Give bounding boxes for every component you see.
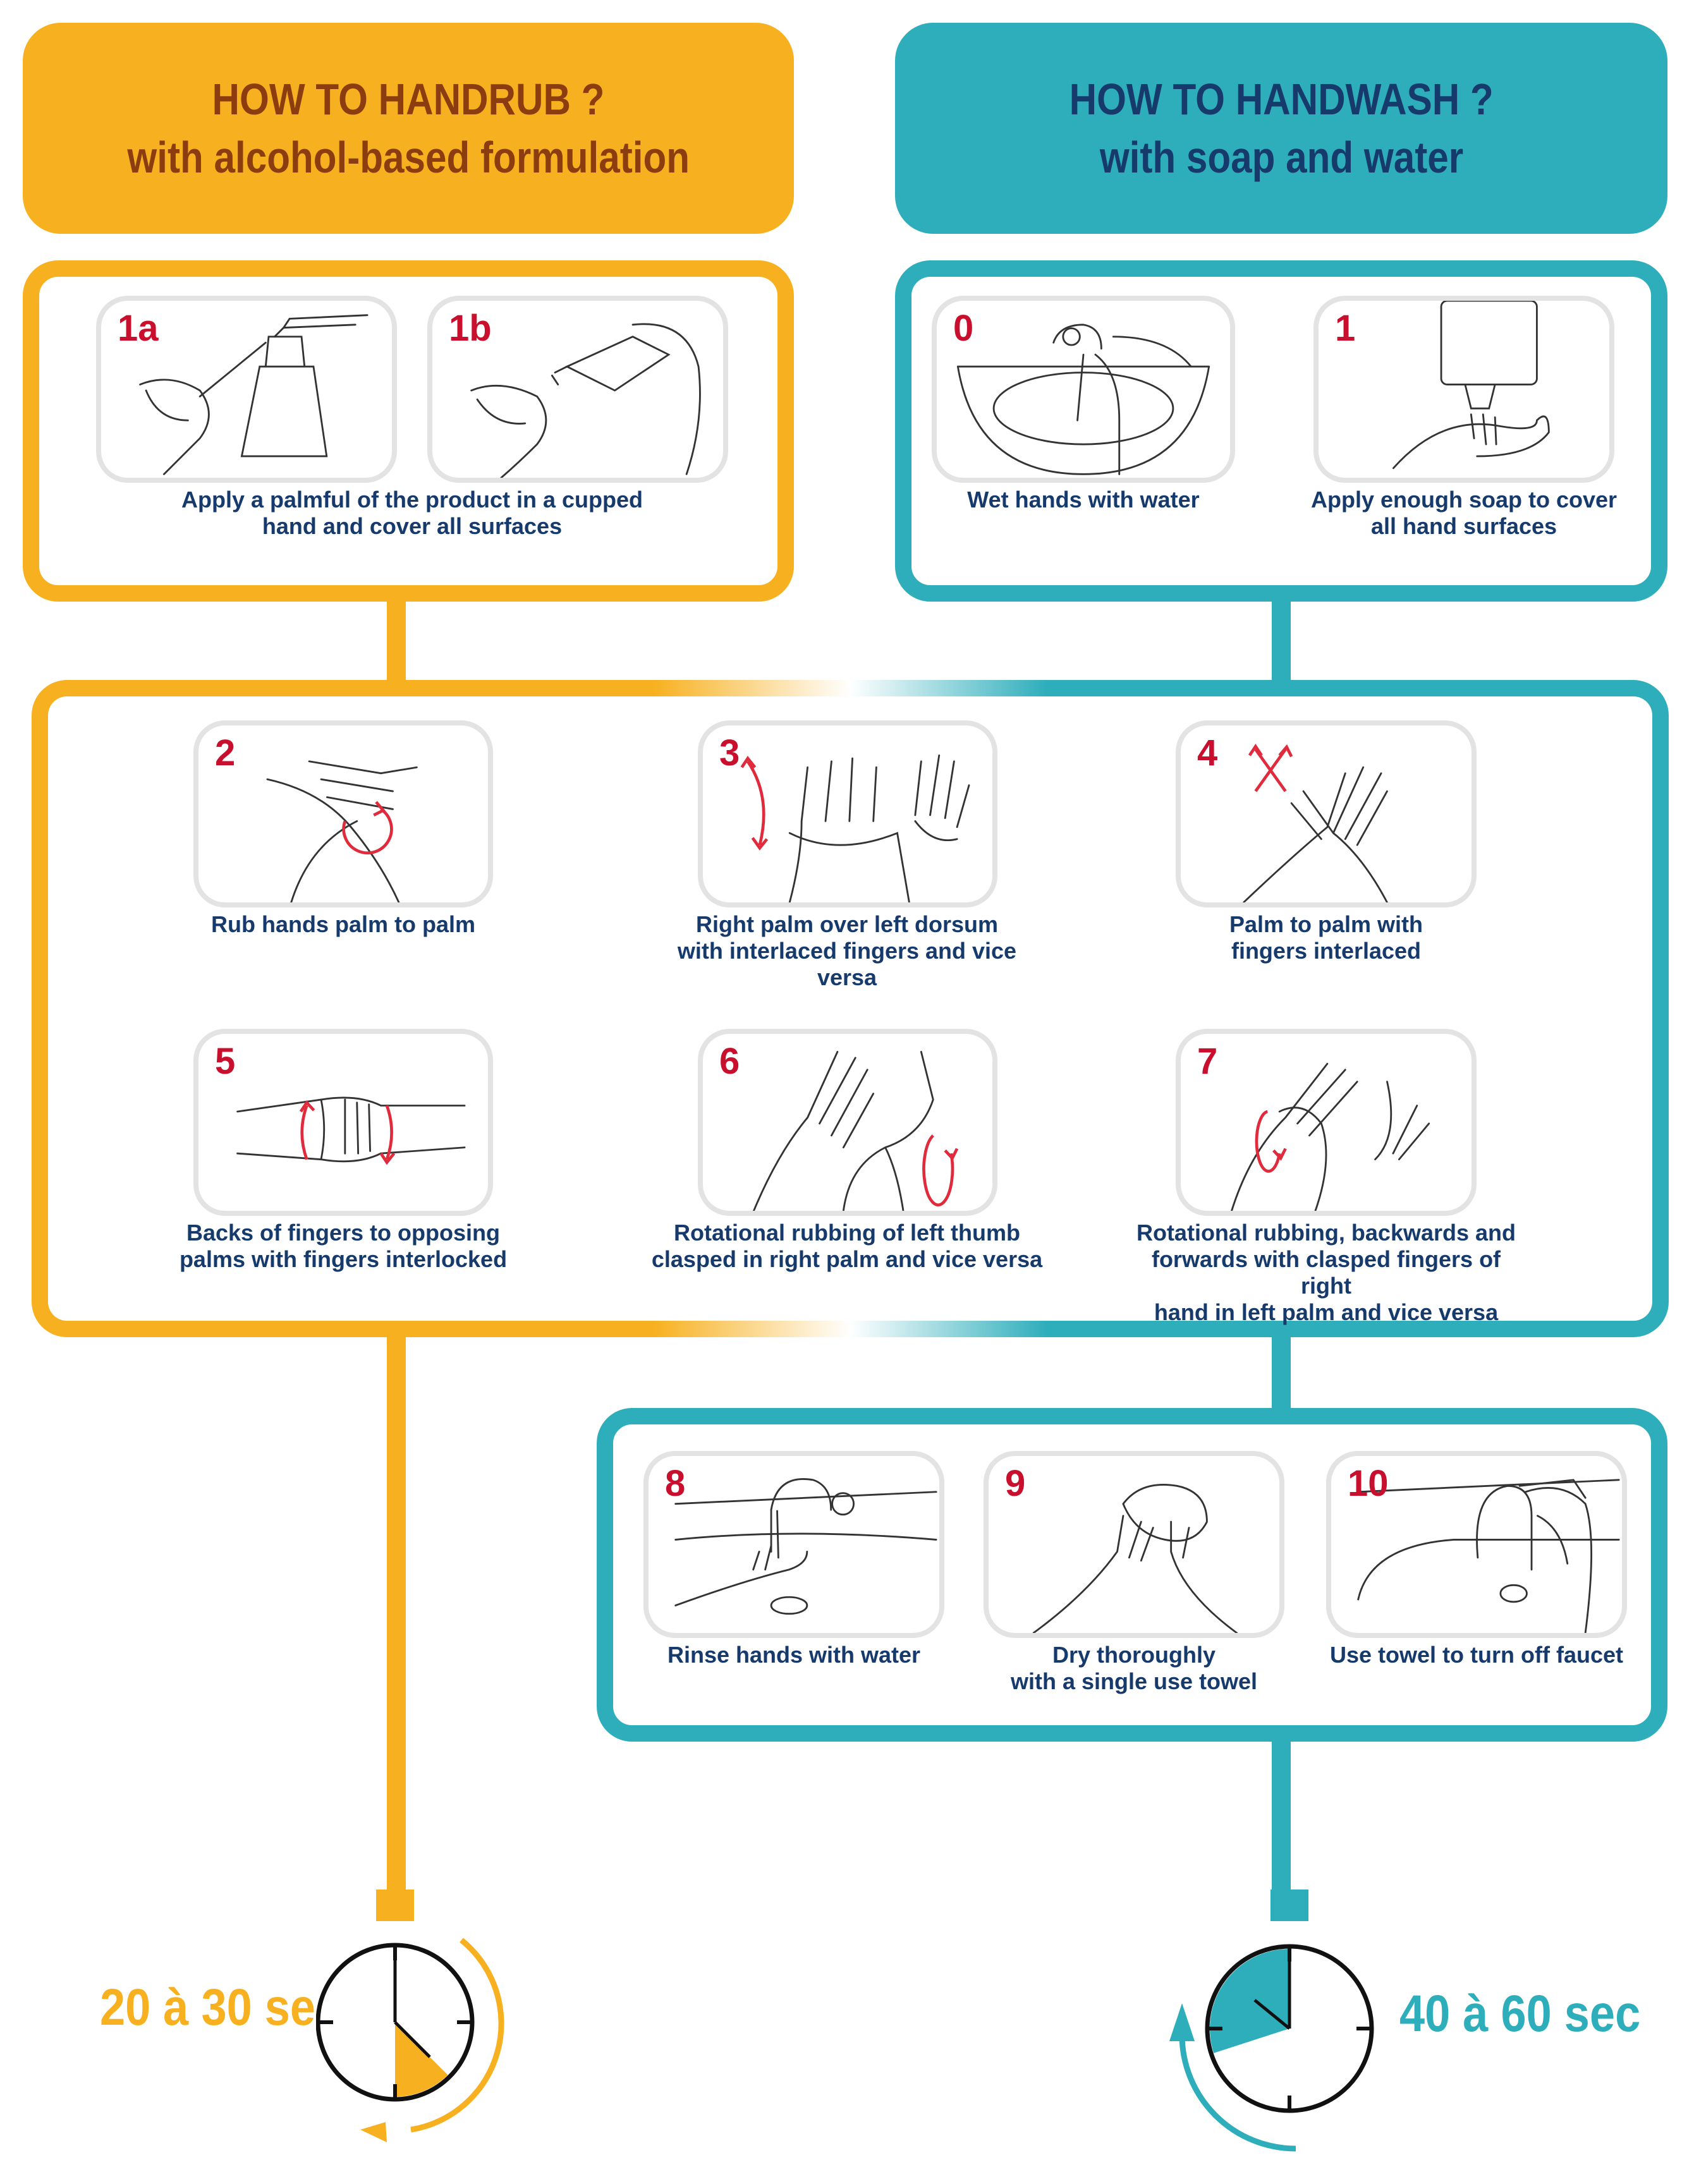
step-6-caption: Rotational rubbing of left thumb clasped… bbox=[651, 1220, 1043, 1272]
palm-over-dorsum-icon bbox=[740, 754, 970, 902]
handwash-clock-icon bbox=[1169, 1890, 1374, 2152]
step-number: 7 bbox=[1197, 1041, 1218, 1082]
handrub-connector-bottom bbox=[387, 1327, 406, 1896]
step-8-caption: Rinse hands with water bbox=[667, 1642, 921, 1668]
step-2-caption: Rub hands palm to palm bbox=[210, 911, 476, 937]
step-5-caption: Backs of fingers to opposing palms with … bbox=[179, 1220, 508, 1272]
step-number: 6 bbox=[719, 1041, 740, 1082]
step-number: 8 bbox=[665, 1463, 686, 1504]
step-number: 4 bbox=[1197, 732, 1218, 774]
step-7-caption: Rotational rubbing, backwards and forwar… bbox=[1136, 1220, 1516, 1325]
turn-off-faucet-icon bbox=[1357, 1479, 1620, 1633]
step-number: 3 bbox=[719, 732, 740, 774]
towel-dry-icon bbox=[1032, 1483, 1238, 1633]
step-2-card: 2 bbox=[193, 720, 493, 907]
step-3-card: 3 bbox=[698, 720, 997, 907]
step-9-card: 9 bbox=[984, 1451, 1284, 1638]
soap-dispenser-icon bbox=[1392, 301, 1550, 470]
thumb-rubbing-icon bbox=[753, 1050, 959, 1211]
handwash-subtitle: with soap and water bbox=[1099, 133, 1463, 182]
step-8-card: 8 bbox=[643, 1451, 944, 1638]
palm-to-palm-icon bbox=[266, 760, 418, 902]
step-4-caption: Palm to palm with fingers interlaced bbox=[1229, 911, 1423, 964]
sink-faucet-icon bbox=[956, 324, 1210, 475]
handrub-elapsed-wedge bbox=[395, 2022, 448, 2097]
handwash-connector-mid bbox=[1272, 1327, 1291, 1422]
step-1-card: 1 bbox=[1313, 296, 1614, 483]
step-number: 5 bbox=[215, 1041, 236, 1082]
handwash-timer-label: 40 à 60 sec bbox=[1399, 1985, 1641, 2042]
handrub-header: HOW TO HANDRUB ? with alcohol-based form… bbox=[23, 23, 794, 234]
step-7-card: 7 bbox=[1176, 1029, 1477, 1216]
handrub-prep-caption: Apply a palmful of the product in a cupp… bbox=[181, 487, 643, 539]
fingers-interlaced-icon bbox=[1243, 743, 1388, 902]
backs-of-fingers-icon bbox=[236, 1096, 466, 1165]
handwash-elapsed-wedge bbox=[1210, 1949, 1289, 2053]
handrub-timer-label: 20 à 30 sec bbox=[100, 1979, 341, 2036]
dispenser-hand-icon bbox=[139, 314, 369, 475]
step-1a-card: 1a bbox=[96, 296, 397, 483]
step-number: 1b bbox=[449, 308, 492, 349]
step-4-card: 4 bbox=[1176, 720, 1477, 907]
bottle-hand-icon bbox=[470, 323, 701, 478]
step-1b-card: 1b bbox=[427, 296, 728, 483]
step-number: 2 bbox=[215, 732, 236, 774]
handrub-clock-icon bbox=[316, 1890, 504, 2142]
handrub-connector-top bbox=[387, 594, 406, 689]
step-number: 0 bbox=[953, 308, 974, 349]
step-1-caption: Apply enough soap to cover all hand surf… bbox=[1310, 487, 1618, 539]
handwash-header: HOW TO HANDWASH ? with soap and water bbox=[895, 23, 1667, 234]
step-number: 10 bbox=[1348, 1463, 1389, 1504]
handwash-title: HOW TO HANDWASH ? bbox=[1069, 75, 1494, 124]
step-5-card: 5 bbox=[193, 1029, 493, 1216]
rinse-faucet-icon bbox=[674, 1478, 937, 1615]
handrub-subtitle: with alcohol-based formulation bbox=[127, 133, 690, 182]
step-10-caption: Use towel to turn off faucet bbox=[1329, 1642, 1623, 1668]
step-0-caption: Wet hands with water bbox=[967, 487, 1200, 513]
step-number: 1a bbox=[118, 308, 159, 349]
step-10-card: 10 bbox=[1326, 1451, 1627, 1638]
step-number: 9 bbox=[1005, 1463, 1026, 1504]
handwash-connector-top bbox=[1272, 594, 1291, 689]
step-0-card: 0 bbox=[932, 296, 1235, 483]
fingertip-rubbing-icon bbox=[1231, 1062, 1430, 1211]
step-6-card: 6 bbox=[698, 1029, 997, 1216]
handwash-connector-bottom bbox=[1272, 1732, 1291, 1896]
step-3-caption: Right palm over left dorsum with interla… bbox=[677, 911, 1017, 990]
step-number: 1 bbox=[1335, 308, 1356, 349]
step-9-caption: Dry thoroughly with a single use towel bbox=[1010, 1642, 1258, 1694]
handrub-title: HOW TO HANDRUB ? bbox=[212, 75, 605, 124]
